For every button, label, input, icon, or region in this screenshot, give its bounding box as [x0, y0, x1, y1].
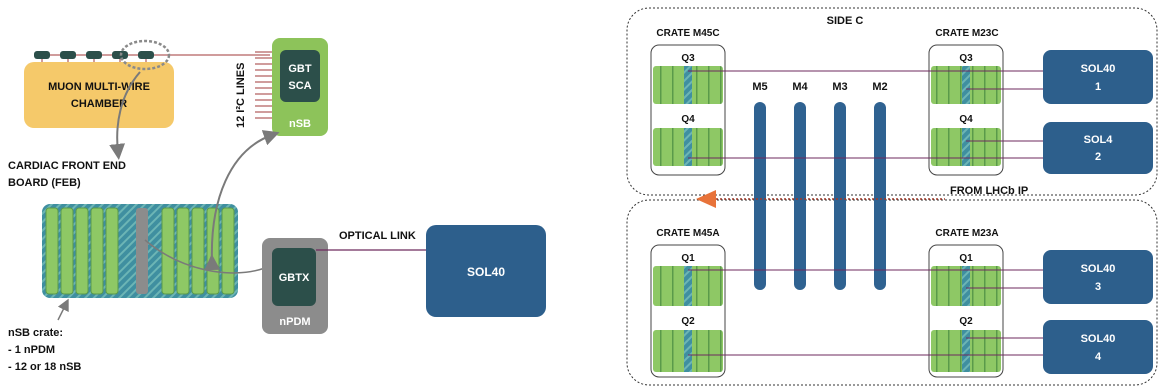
wire-connector [60, 51, 76, 59]
sol-box-1-line1: SOL40 [1081, 63, 1116, 75]
station-label-m5: M5 [752, 81, 767, 93]
crate-to-nsb-arrow [204, 130, 280, 271]
optical-link-label: OPTICAL LINK [339, 230, 416, 242]
sol-box-3-line1: SOL40 [1081, 263, 1116, 275]
feb-crate [42, 204, 238, 298]
feb-label-line2: BOARD (FEB) [8, 177, 81, 189]
wire-connector [138, 51, 154, 59]
chamber-label-line1: MUON MULTI-WIRE [48, 81, 150, 93]
feb-card [191, 207, 205, 295]
crate-note-line1: nSB crate: [8, 327, 63, 339]
feb-card [75, 207, 89, 295]
feb-card [90, 207, 104, 295]
from-lhcb-ip-label: FROM LHCb IP [950, 185, 1028, 197]
station-bar-m3 [834, 102, 846, 290]
crate-m23a-top-npdm [962, 266, 970, 306]
muon-chamber-box [24, 62, 174, 128]
nsb-label: nSB [289, 118, 311, 130]
crate-m23c-top-q: Q3 [959, 53, 973, 64]
crate-m23c-bottom-q: Q4 [959, 114, 973, 125]
crate-m23c-top-npdm [962, 66, 970, 104]
wire-connectors [34, 51, 154, 62]
feb-card [105, 207, 119, 295]
station-label-m4: M4 [792, 81, 808, 93]
chamber-label-line2: CHAMBER [71, 98, 127, 110]
crate-note-line3: - 12 or 18 nSB [8, 361, 81, 373]
station-label-m3: M3 [832, 81, 847, 93]
gbtx-label: GBTX [279, 272, 310, 284]
sol-box-2 [1043, 122, 1153, 174]
feb-npdm-slot [136, 208, 148, 294]
left-panel: MUON MULTI-WIRE CHAMBER 12 I²C LINES [8, 38, 546, 373]
station-bar-m5 [754, 102, 766, 290]
crate-m45a-bottom-q: Q2 [681, 316, 695, 327]
wire-connector [86, 51, 102, 59]
wire-connector [34, 51, 50, 59]
feb-card [45, 207, 59, 295]
station-bar-m2 [874, 102, 886, 290]
feb-card [60, 207, 74, 295]
feb-card [221, 207, 235, 295]
feb-card [176, 207, 190, 295]
crate-note-line2: - 1 nPDM [8, 344, 55, 356]
i2c-lines-label: 12 I²C LINES [235, 63, 247, 128]
crate-m45a-label: CRATE M45A [656, 228, 719, 239]
sol40-board [426, 225, 546, 317]
sol-box-4 [1043, 320, 1153, 374]
side-c-region [626, 7, 1158, 196]
crate-m23a-bottom-npdm [962, 330, 970, 372]
npdm-label: nPDM [279, 316, 310, 328]
crate-m45c-bottom-npdm [684, 128, 692, 166]
chamber-to-feb-arrow [109, 71, 141, 160]
crate-m45c-label: CRATE M45C [656, 28, 719, 39]
sol-box-1-line2: 1 [1095, 81, 1101, 93]
gbt-sca-chip [280, 50, 320, 102]
i2c-line-group [255, 51, 272, 119]
crate-m45c-top-q: Q3 [681, 53, 695, 64]
sol40-label: SOL40 [467, 265, 505, 279]
crate-m45a-bottom-npdm [684, 330, 692, 372]
feb-card [206, 207, 220, 295]
feb-card [161, 207, 175, 295]
crate-m23a-bottom-q: Q2 [959, 316, 973, 327]
sol-box-3-line2: 3 [1095, 281, 1101, 293]
sol-box-3 [1043, 250, 1153, 304]
side-c-label: SIDE C [827, 15, 864, 27]
connector-highlight-circle [119, 39, 171, 71]
crate-m45c-bottom-q: Q4 [681, 114, 695, 125]
sol-box-2-line2: 2 [1095, 151, 1101, 163]
sol-box-4-line1: SOL40 [1081, 333, 1116, 345]
sca-label: SCA [288, 80, 311, 92]
sol-box-4-line2: 4 [1095, 351, 1102, 363]
lhcb-ip-arrowhead [696, 190, 716, 208]
sol-box-2-line1: SOL4 [1084, 134, 1114, 146]
crate-m45c-top-npdm [684, 66, 692, 104]
sol-box-1 [1043, 50, 1153, 104]
crate-m23a-top-q: Q1 [959, 253, 973, 264]
right-panel: SIDE C M5 M4 M3 M2 FROM LHCb IP CRATE M4… [626, 7, 1158, 386]
feb-label-line1: CARDIAC FRONT END [8, 160, 126, 172]
crate-m23c-bottom-npdm [962, 128, 970, 166]
station-bar-m4 [794, 102, 806, 290]
crate-note-arrow [57, 298, 69, 321]
crate-to-npdm-arrow [144, 239, 266, 274]
crate-to-sol-links [688, 70, 1043, 356]
crate-m23c-label: CRATE M23C [935, 28, 998, 39]
crate-m45a-top-npdm [684, 266, 692, 306]
crate-m23a-label: CRATE M23A [935, 228, 998, 239]
crate-m45a-top-q: Q1 [681, 253, 695, 264]
gbtx-chip [272, 248, 316, 306]
station-label-m2: M2 [872, 81, 887, 93]
gbt-label: GBT [288, 63, 312, 75]
